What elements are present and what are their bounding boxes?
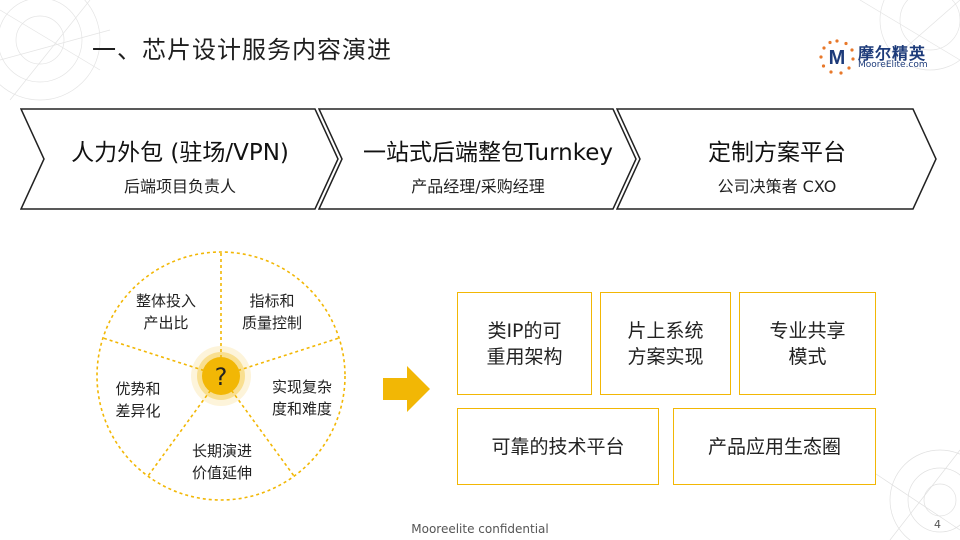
footer-confidential: Mooreelite confidential	[411, 522, 549, 536]
logo-mark-icon: M	[819, 39, 855, 75]
outcome-reusable-architecture: 类IP的可 重用架构	[457, 292, 592, 395]
outcome-soc-solution: 片上系统 方案实现	[600, 292, 731, 395]
stage-subtitle: 公司决策者 CXO	[717, 177, 837, 196]
stage-title: 定制方案平台	[708, 140, 846, 166]
chevron-shape-2	[318, 108, 637, 210]
stage-subtitle: 后端项目负责人	[123, 177, 236, 196]
logo-url: MooreElite.com	[858, 60, 928, 70]
stage-outsourcing: 人力外包 (驻场/VPN) 后端项目负责人	[20, 108, 340, 210]
divider-line	[220, 337, 340, 377]
outcome-shared-model: 专业共享 模式	[739, 292, 876, 395]
outcome-ecosystem: 产品应用生态圈	[673, 408, 876, 485]
chevron-shape-1	[20, 108, 339, 210]
outcome-tech-platform: 可靠的技术平台	[457, 408, 659, 485]
stage-custom-platform: 定制方案平台 公司决策者 CXO	[616, 108, 938, 210]
page-title: 一、芯片设计服务内容演进	[92, 36, 392, 64]
divider-line	[220, 375, 295, 477]
wheel-segment-roi: 整体投入 产出比	[135, 292, 196, 332]
wheel-segment-long-term: 长期演进 价值延伸	[191, 442, 252, 482]
divider-line	[147, 375, 222, 477]
stage-subtitle: 产品经理/采购经理	[411, 177, 545, 196]
moore-elite-logo: M 摩尔精英 MooreElite.com	[818, 38, 948, 78]
divider-line	[102, 337, 222, 377]
logo-name-cn: 摩尔精英	[858, 44, 927, 63]
center-glow	[191, 346, 251, 406]
page-number: 4	[934, 518, 941, 531]
stage-title: 人力外包 (驻场/VPN)	[71, 140, 289, 166]
arrow-right-icon	[383, 366, 430, 412]
svg-text:M: M	[829, 47, 846, 69]
chevron-shape-3	[616, 108, 937, 210]
stage-turnkey: 一站式后端整包Turnkey 产品经理/采购经理	[318, 108, 638, 210]
concern-wheel: ?	[96, 251, 346, 501]
wheel-segment-complexity: 实现复杂 度和难度	[271, 378, 332, 418]
wheel-segment-quality: 指标和 质量控制	[241, 292, 302, 332]
wheel-segment-differentiation: 优势和 差异化	[115, 380, 161, 420]
question-mark-icon: ?	[215, 363, 228, 391]
stage-title: 一站式后端整包Turnkey	[362, 140, 614, 166]
